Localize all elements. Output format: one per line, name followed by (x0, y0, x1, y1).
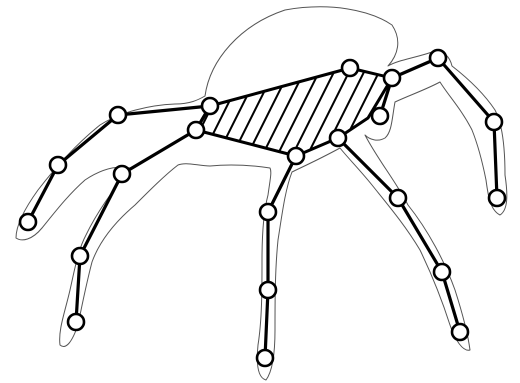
joint-l4b (434, 264, 450, 280)
bone-l4a-l4b (398, 198, 442, 272)
joint-l5c (489, 190, 505, 206)
hatch-line (435, 50, 495, 170)
bone-b1-l1a (118, 106, 210, 115)
thorax-outline (196, 68, 392, 156)
joint-l1b (50, 157, 66, 173)
bone-l4b-l4c (442, 272, 460, 332)
hatch-line (450, 50, 510, 170)
joint-l1a (110, 107, 126, 123)
bone-l3b-l3c (265, 290, 268, 358)
joint-l3b (260, 282, 276, 298)
joint-b4 (384, 70, 400, 86)
bone-b6-l3a (268, 156, 296, 212)
joint-b2 (188, 122, 204, 138)
bone-l5b-l5c (494, 122, 497, 198)
joint-l2c (68, 314, 84, 330)
joint-l3a (260, 204, 276, 220)
bone-l1a-l1b (58, 115, 118, 165)
joint-l1c (20, 214, 36, 230)
joint-l5b (486, 114, 502, 130)
hatch-line (210, 50, 270, 170)
joint-l6a (372, 108, 388, 124)
bone-l5a-l5b (438, 58, 494, 122)
bone-b5-l4a (338, 138, 398, 198)
joint-l2a (114, 166, 130, 182)
bone-b2-l2a (122, 130, 196, 174)
joint-b3 (342, 60, 358, 76)
joint-b5 (330, 130, 346, 146)
joint-l3c (257, 350, 273, 366)
joint-l4a (390, 190, 406, 206)
joint-l4c (452, 324, 468, 340)
joints-layer (20, 50, 505, 366)
joint-b1 (202, 98, 218, 114)
joint-l2b (72, 248, 88, 264)
hatch-line (420, 50, 480, 170)
bone-l2b-l2c (76, 256, 80, 322)
joint-l5a (430, 50, 446, 66)
hatch-line (390, 50, 450, 170)
joint-b6 (288, 148, 304, 164)
